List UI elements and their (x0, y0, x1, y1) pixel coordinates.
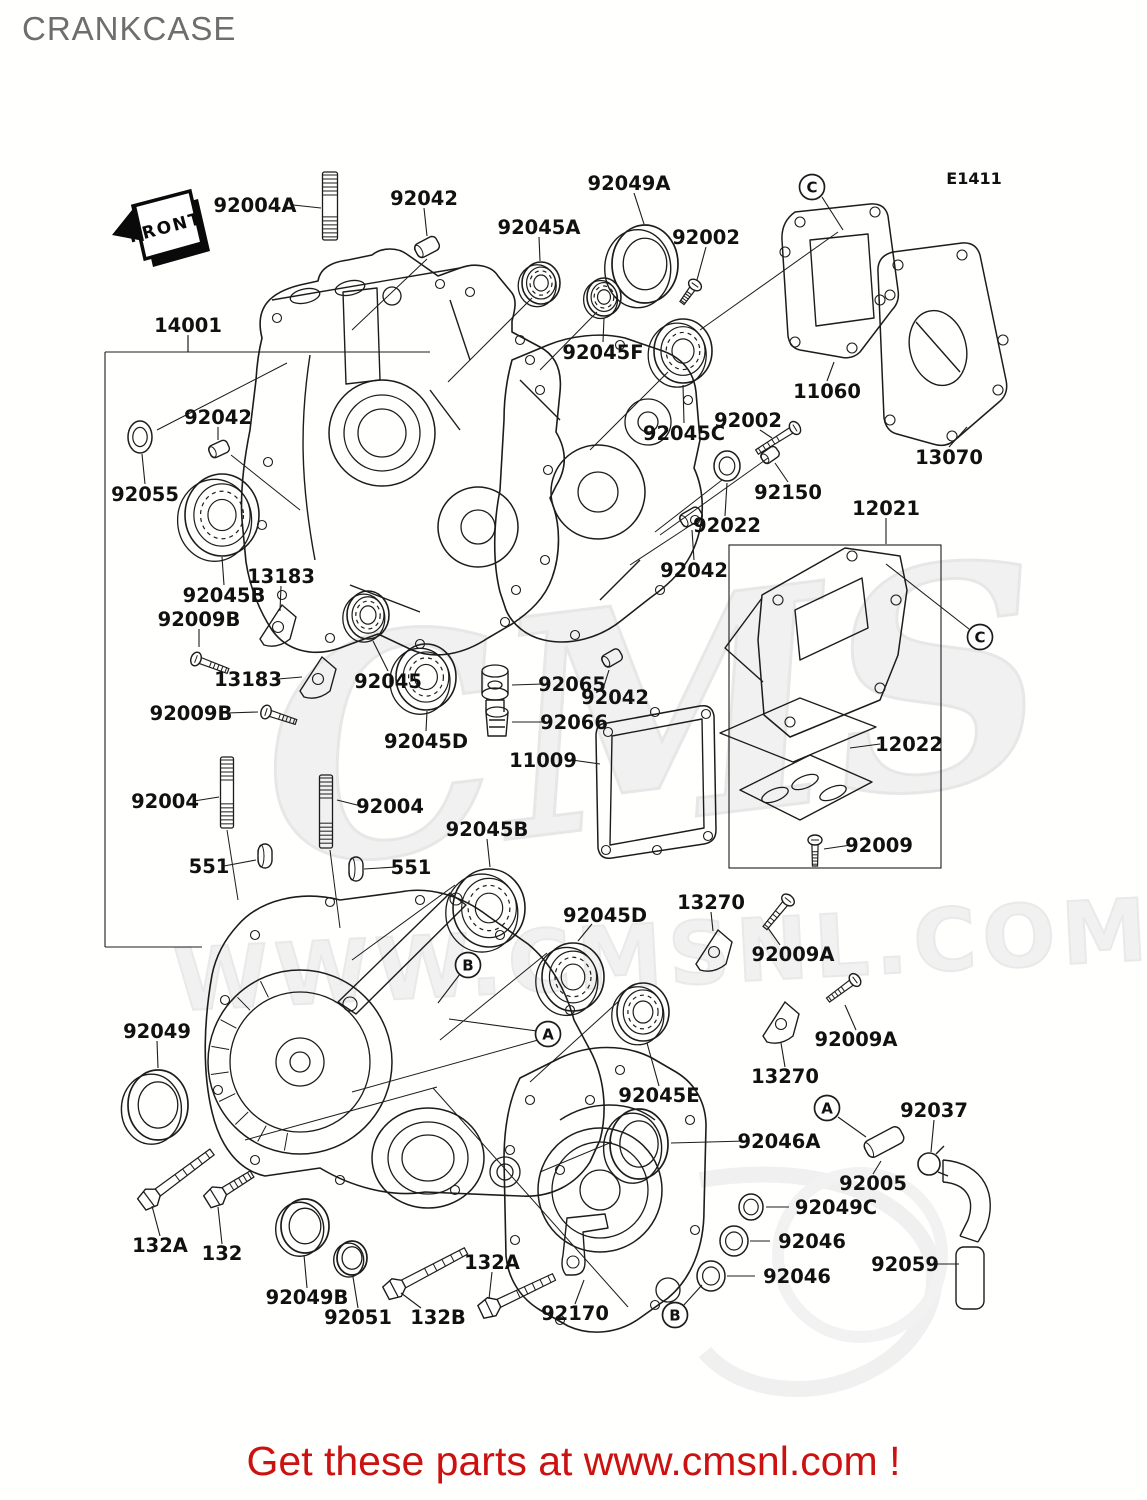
part-number-label: 92009B (150, 702, 233, 725)
part-number-label: 92049A (588, 172, 671, 195)
assembly-callout-letter: B (669, 1307, 680, 1325)
part-number-label: 92004A (214, 194, 297, 217)
assembly-callout (798, 173, 826, 201)
assembly-callout-letter: B (462, 957, 473, 975)
part-number-label: 92042 (660, 559, 728, 582)
part-number-label: 13270 (751, 1065, 819, 1088)
part-number-label: 92045F (562, 341, 643, 364)
assembly-callout-letter: C (974, 629, 985, 647)
part-number-label: 92045 (354, 670, 422, 693)
part-number-label: 92045B (183, 584, 266, 607)
part-number-label: 92042 (390, 187, 458, 210)
part-glyphs (120, 171, 905, 1319)
assembly-callout-letter: A (542, 1026, 554, 1044)
part-number-label: 92009B (158, 608, 241, 631)
part-number-label: 92042 (184, 406, 252, 429)
part-number-label: 92045B (446, 818, 529, 841)
part-number-label: 92045C (643, 422, 725, 445)
front-arrow-badge: FRONT (112, 188, 210, 267)
part-number-label: 92004 (131, 790, 199, 813)
part-number-label: 92049 (123, 1020, 191, 1043)
part-number-label: 92049B (266, 1286, 349, 1309)
part-number-label: 92051 (324, 1306, 392, 1329)
part-number-label: 13270 (677, 891, 745, 914)
part-number-label: 13183 (247, 565, 315, 588)
assembly-axis-lines (156, 231, 839, 1308)
part-number-label: 92022 (693, 514, 761, 537)
part-number-label: 551 (391, 856, 432, 879)
part-number-label: 13070 (915, 446, 983, 469)
part-number-label: 551 (189, 855, 230, 878)
part-number-label: 92046 (763, 1265, 831, 1288)
part-number-label: 12022 (875, 733, 943, 756)
part-number-label: 13183 (214, 668, 282, 691)
part-number-label: 92045E (618, 1084, 699, 1107)
part-number-label: 12021 (852, 497, 920, 520)
part-number-label: 92009A (815, 1028, 898, 1051)
assembly-callout (661, 1301, 689, 1329)
assembly-callout (966, 623, 994, 651)
part-number-label: 14001 (154, 314, 222, 337)
assembly-callout-letter: C (806, 179, 817, 197)
page-title: CRANKCASE (22, 10, 237, 47)
part-number-label: 11009 (509, 749, 577, 772)
part-number-label: 92065 (538, 673, 606, 696)
part-number-label: 132B (410, 1306, 466, 1329)
diagram-ref-code: E1411 (946, 169, 1001, 188)
part-number-label: 11060 (793, 380, 861, 403)
part-number-label: 92002 (672, 226, 740, 249)
part-number-label: 92049C (795, 1196, 877, 1219)
part-number-label: 92046 (778, 1230, 846, 1253)
part-number-label: 92066 (540, 711, 608, 734)
assembly-callout (813, 1094, 841, 1122)
part-number-label: 132A (464, 1251, 520, 1274)
part-number-label: 92150 (754, 481, 822, 504)
footer-promo-link[interactable]: Get these parts at www.cmsnl.com ! (246, 1438, 901, 1484)
assembly-callout-letter: A (821, 1100, 833, 1118)
part-number-label: 132A (132, 1234, 188, 1257)
part-number-label: 92045D (384, 730, 468, 753)
part-number-label: 92059 (871, 1253, 939, 1276)
part-number-label: 92170 (541, 1302, 609, 1325)
part-number-label: 132 (202, 1242, 243, 1265)
part-number-label: 92055 (111, 483, 179, 506)
part-number-label: 92045A (498, 216, 581, 239)
part-number-label: 92004 (356, 795, 424, 818)
assembly-callout (454, 951, 482, 979)
part-number-label: 92037 (900, 1099, 968, 1122)
part-number-label: 92046A (738, 1130, 821, 1153)
part-number-label: 92002 (714, 409, 782, 432)
part-number-label: 92009 (845, 834, 913, 857)
assembly-callout (534, 1020, 562, 1048)
part-number-label: 92045D (563, 904, 647, 927)
part-number-label: 92042 (581, 686, 649, 709)
part-number-label: 92005 (839, 1172, 907, 1195)
part-number-label: 92009A (752, 943, 835, 966)
